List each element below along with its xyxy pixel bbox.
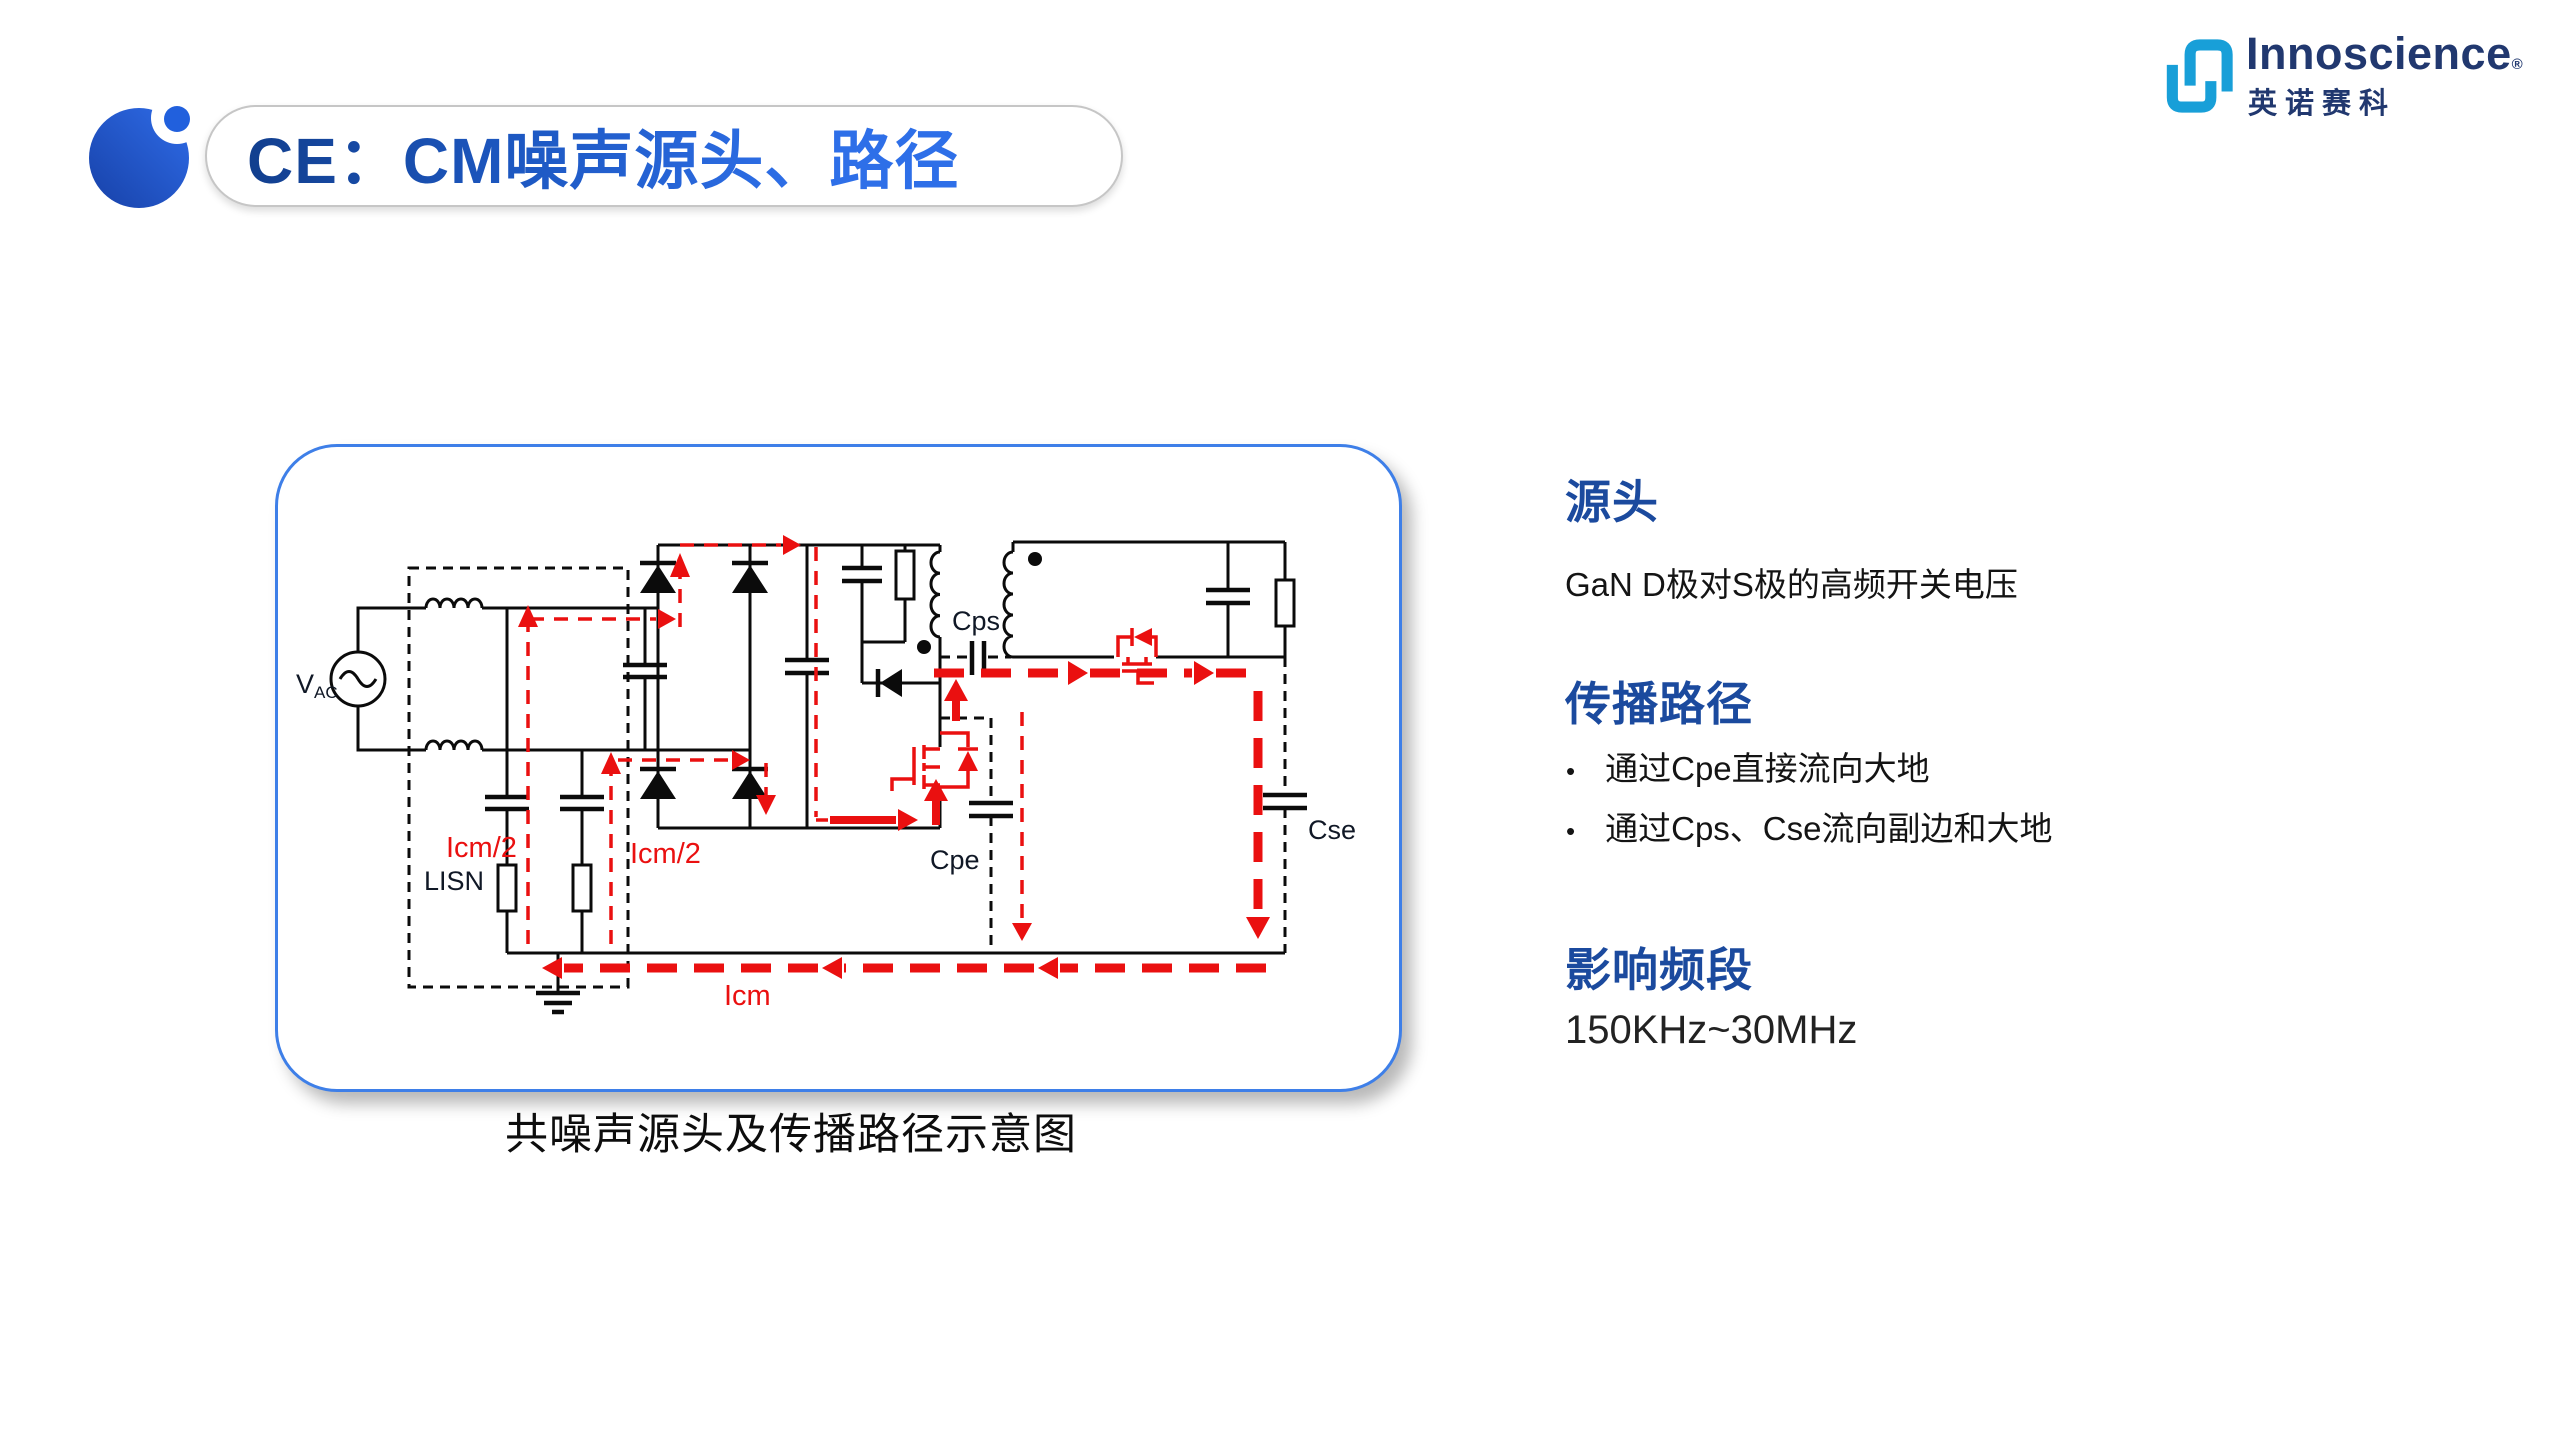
- source-body: GaN D极对S极的高频开关电压: [1565, 566, 2018, 603]
- cps-capacitor: Cps: [940, 606, 1011, 675]
- bulk-capacitor: [785, 545, 829, 828]
- cm-choke: [424, 597, 750, 752]
- rcd-snubber: [842, 545, 940, 697]
- heading-propagation: 传播路径: [1565, 678, 1753, 730]
- lisn-block: LISN: [407, 566, 630, 989]
- title-pill: CE：CM噪声源头、路径: [205, 105, 1123, 207]
- icm-half-right-label: Icm/2: [630, 838, 701, 870]
- cpe-capacitor: Cpe: [930, 716, 1013, 953]
- bridge-rectifier: [640, 543, 940, 830]
- cm-noise-paths: [518, 535, 1270, 979]
- cse-label: Cse: [1308, 815, 1356, 845]
- brand-name-text: Innoscience: [2246, 28, 2512, 79]
- band-body: 150KHz~30MHz: [1565, 1008, 1858, 1052]
- registered-mark: ®: [2511, 56, 2524, 73]
- bullet-icon: •: [1566, 756, 1576, 786]
- icm-half-left-label: Icm/2: [446, 832, 517, 864]
- decorative-ball-icon: [89, 92, 203, 208]
- bullet-text: 通过Cpe直接流向大地: [1605, 750, 1930, 787]
- diagram-caption: 共噪声源头及传播路径示意图: [505, 1111, 1077, 1159]
- x-capacitor: [623, 608, 667, 750]
- list-item: • 通过Cpe直接流向大地: [1566, 742, 1930, 790]
- icm-label: Icm: [724, 980, 771, 1012]
- innoscience-logo-icon: [2166, 39, 2233, 113]
- vac-source: VAC: [296, 606, 426, 752]
- brand-name-cn: 英诺赛科: [2248, 88, 2397, 120]
- list-item: • 通过Cps、Cse流向副边和大地: [1566, 802, 2052, 850]
- cm-noise-circuit-diagram: VAC LISN: [296, 535, 1356, 1015]
- brand-block: Innoscience® 英诺赛科: [2160, 28, 2556, 138]
- heading-band: 影响频段: [1565, 944, 1753, 996]
- cse-capacitor: Cse: [1263, 657, 1356, 953]
- bullet-icon: •: [1566, 816, 1576, 846]
- lisn-label: LISN: [424, 866, 484, 896]
- cpe-label: Cpe: [930, 845, 980, 875]
- vac-label: VAC: [296, 669, 338, 702]
- bullet-text: 通过Cps、Cse流向副边和大地: [1605, 810, 2053, 847]
- output-stage: [1013, 540, 1296, 659]
- cps-label: Cps: [952, 606, 1000, 636]
- brand-wordmark: Innoscience®: [2246, 28, 2523, 80]
- diagram-card: VAC LISN: [275, 444, 1402, 1092]
- page-title: CE：CM噪声源头、路径: [247, 110, 959, 202]
- heading-source: 源头: [1565, 476, 1659, 528]
